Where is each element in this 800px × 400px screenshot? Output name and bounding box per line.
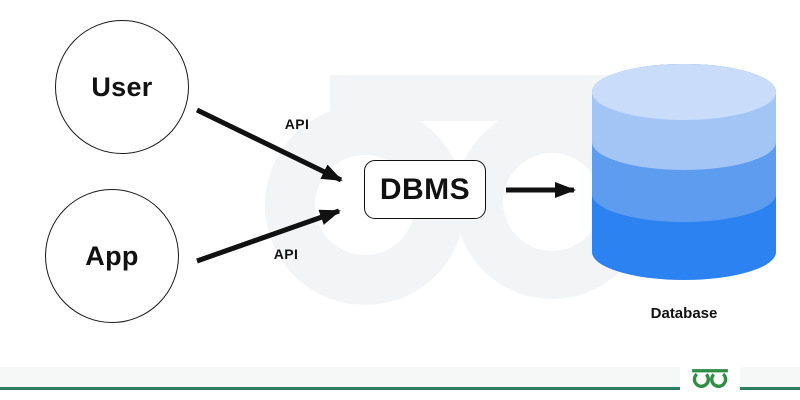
node-dbms: DBMS	[364, 160, 486, 219]
node-user-label: User	[91, 71, 153, 102]
node-app: App	[45, 189, 179, 323]
edge-label-api-app: API	[273, 246, 299, 262]
node-database-label: Database	[650, 305, 718, 322]
db-top-face	[592, 64, 776, 120]
node-dbms-label: DBMS	[379, 172, 471, 206]
footer-divider-line	[0, 387, 800, 390]
node-user: User	[55, 20, 189, 154]
edge-label-api-user: API	[284, 116, 310, 132]
gfg-logo-right-g	[710, 372, 728, 388]
database-cylinder-icon	[592, 64, 776, 280]
footer-band	[0, 367, 800, 387]
node-app-label: App	[85, 240, 139, 271]
geeksforgeeks-logo-icon	[692, 369, 728, 388]
footer-logo-box	[680, 358, 740, 394]
gfg-logo-left-g	[692, 372, 710, 388]
